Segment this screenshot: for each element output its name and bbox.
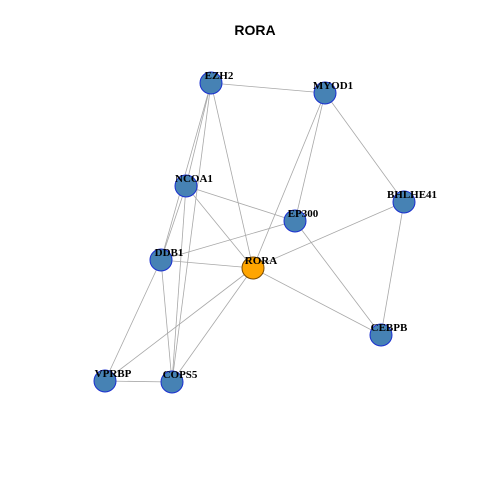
edge-ddb1-rora [160, 259, 254, 269]
edge-ncoa1-cops5 [171, 185, 187, 383]
node-label-ncoa1: NCOA1 [175, 173, 213, 185]
diagram-title: RORA [234, 22, 275, 38]
edge-ep300-cebpb [294, 220, 382, 336]
edge-ezh2-ddb1 [160, 82, 212, 261]
nodes-layer [93, 71, 416, 394]
edge-myod1-ep300 [294, 92, 326, 222]
node-ncoa1[interactable] [174, 174, 198, 198]
edge-ezh2-cops5 [171, 82, 212, 383]
node-label-myod1: MYOD1 [313, 80, 353, 92]
edge-bhlhe41-rora [252, 201, 405, 269]
node-cebpb[interactable] [369, 323, 393, 347]
node-label-ezh2: EZH2 [205, 70, 234, 82]
edge-bhlhe41-cebpb [380, 201, 405, 336]
node-label-ddb1: DDB1 [155, 247, 184, 259]
node-ep300[interactable] [283, 209, 307, 233]
edge-rora-cops5 [171, 267, 254, 383]
edge-myod1-rora [252, 92, 326, 269]
node-label-vprbp: VPRBP [95, 368, 132, 380]
node-label-rora: RORA [245, 255, 277, 267]
edge-ep300-ddb1 [160, 220, 296, 261]
edge-ezh2-rora [210, 82, 254, 269]
node-ddb1[interactable] [149, 248, 173, 272]
edge-ezh2-myod1 [210, 82, 326, 94]
edge-ddb1-vprbp [104, 259, 162, 382]
edge-ncoa1-ep300 [185, 185, 296, 222]
node-label-cops5: COPS5 [163, 369, 198, 381]
node-label-cebpb: CEBPB [371, 322, 408, 334]
edge-rora-vprbp [104, 267, 254, 382]
edge-myod1-bhlhe41 [324, 92, 405, 203]
node-bhlhe41[interactable] [392, 190, 416, 214]
node-vprbp[interactable] [93, 369, 117, 393]
edge-ezh2-ncoa1 [185, 82, 212, 187]
edge-ncoa1-ddb1 [160, 185, 187, 261]
node-cops5[interactable] [160, 370, 184, 394]
edge-rora-cebpb [252, 267, 382, 336]
node-myod1[interactable] [313, 81, 337, 105]
node-label-ep300: EP300 [288, 208, 319, 220]
node-ezh2[interactable] [199, 71, 223, 95]
node-label-bhlhe41: BHLHE41 [387, 189, 437, 201]
edge-ncoa1-rora [185, 185, 254, 269]
edges-layer [104, 82, 405, 383]
edge-ddb1-cops5 [160, 259, 173, 383]
node-rora[interactable] [241, 256, 265, 280]
